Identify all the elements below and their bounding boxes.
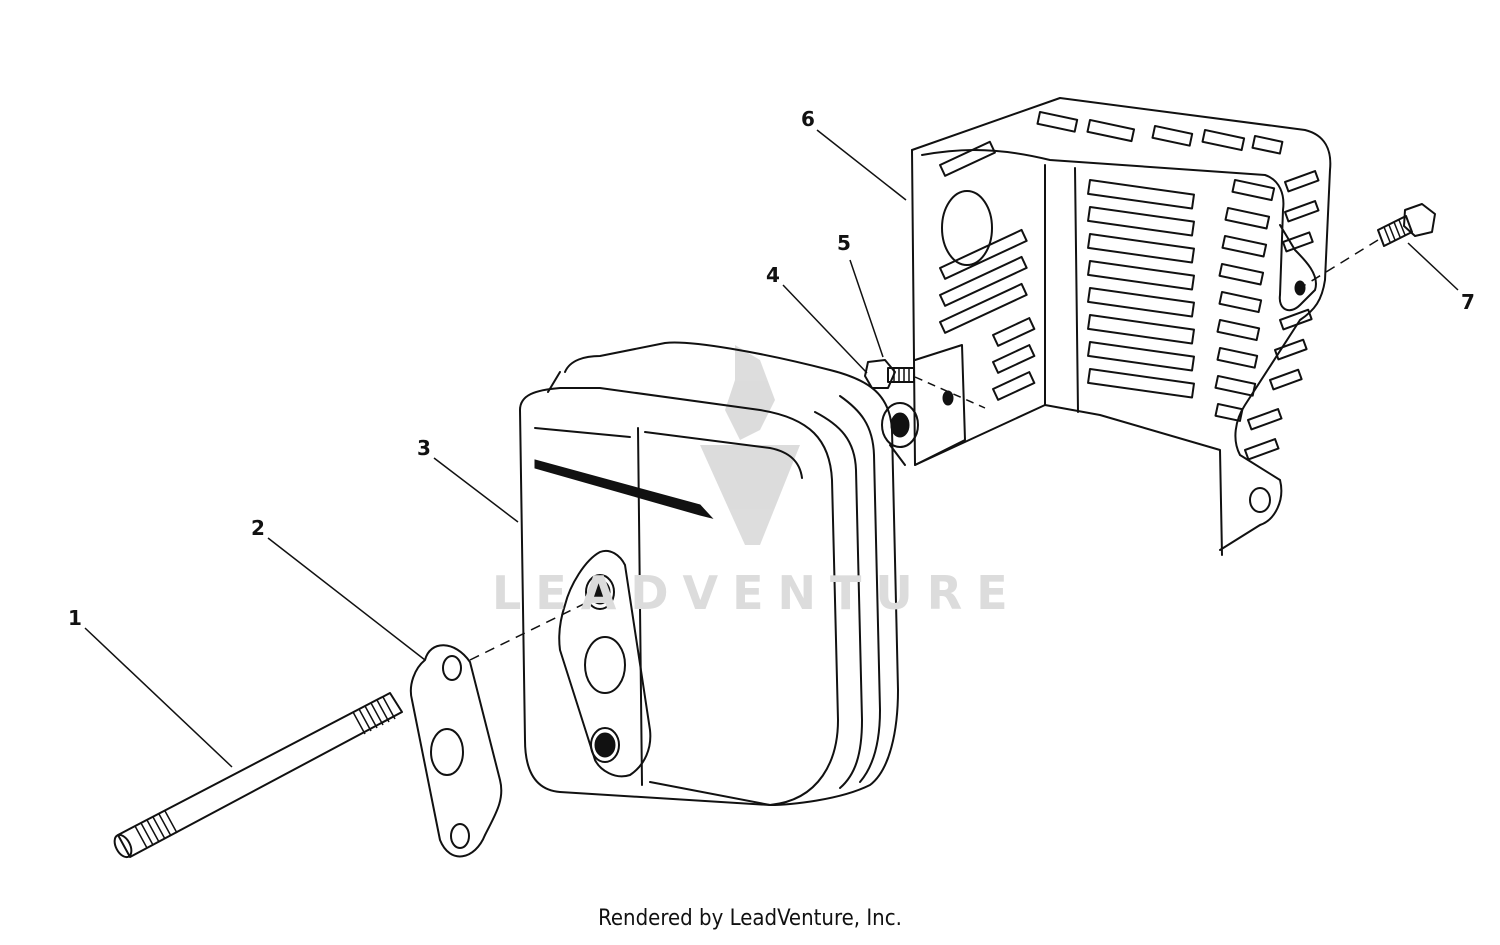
watermark-logo — [700, 345, 800, 545]
callout-3: 3 — [417, 436, 431, 460]
lock-washer — [881, 402, 919, 466]
leader-lines — [84, 129, 1459, 768]
muffler — [519, 341, 899, 806]
rendered-by-footer: Rendered by LeadVenture, Inc. — [598, 906, 902, 931]
gasket — [409, 644, 503, 858]
callout-7: 7 — [1461, 290, 1475, 314]
watermark-text: LEADVENTURE — [492, 566, 1022, 620]
callout-6: 6 — [801, 107, 815, 131]
callout-1: 1 — [68, 606, 82, 630]
callout-4: 4 — [766, 263, 780, 287]
flange-bolt — [1304, 203, 1436, 286]
centerline — [469, 595, 601, 661]
stud-bolt — [113, 692, 403, 859]
callout-5: 5 — [837, 231, 851, 255]
heat-shield — [911, 97, 1332, 556]
callout-2: 2 — [251, 516, 265, 540]
